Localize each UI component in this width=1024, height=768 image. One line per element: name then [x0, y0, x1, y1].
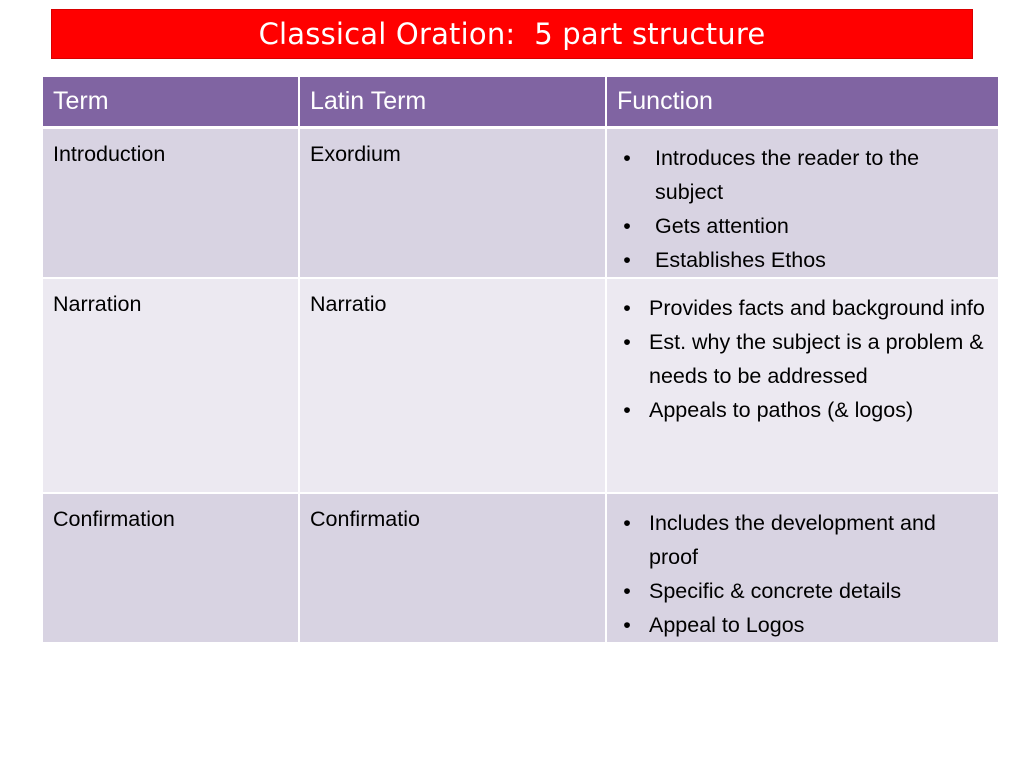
function-text: Specific & concrete details: [649, 578, 902, 603]
list-item: • Includes the development and proof: [617, 506, 988, 574]
bullet-icon: •: [623, 612, 631, 637]
function-text: Includes the development and proof: [649, 510, 936, 569]
function-cell: • Provides facts and background info • Est…: [606, 277, 998, 494]
list-item: • Appeals to pathos (& logos): [617, 393, 988, 427]
latin-term-cell: Confirmatio: [299, 492, 607, 644]
term-cell: Narration: [43, 277, 300, 494]
latin-term-cell: Narratio: [299, 277, 607, 494]
list-item: • Establishes Ethos: [617, 243, 988, 277]
header-function: Function: [606, 77, 998, 129]
bullet-icon: •: [623, 578, 631, 603]
title-banner: Classical Oration: 5 part structure: [51, 9, 973, 59]
table-header-row: Term Latin Term Function: [43, 77, 998, 129]
list-item: • Est. why the subject is a problem & nee…: [617, 325, 988, 393]
table-row: Confirmation Confirmatio • Includes the d…: [43, 492, 998, 644]
function-list: • Introduces the reader to the subject • G…: [617, 141, 988, 277]
header-latin-term: Latin Term: [299, 77, 607, 129]
function-text: Appeal to Logos: [649, 612, 805, 637]
function-text: Appeals to pathos (& logos): [649, 397, 914, 422]
header-term: Term: [43, 77, 300, 129]
oration-table: Term Latin Term Function Introduction Ex…: [43, 77, 998, 644]
function-text: Gets attention: [655, 213, 789, 238]
bullet-icon: •: [623, 213, 631, 238]
function-text: Introduces the reader to the subject: [655, 145, 920, 204]
function-cell: • Includes the development and proof • Spe…: [606, 492, 998, 644]
table-row: Introduction Exordium • Introduces the re…: [43, 127, 998, 279]
list-item: • Appeal to Logos: [617, 608, 988, 642]
bullet-icon: •: [623, 295, 631, 320]
function-text: Est. why the subject is a problem & need…: [649, 329, 984, 388]
function-list: • Provides facts and background info • Est…: [617, 291, 988, 427]
table-row: Narration Narratio • Provides facts and b…: [43, 277, 998, 494]
bullet-icon: •: [623, 397, 631, 422]
bullet-icon: •: [623, 510, 631, 535]
function-cell: • Introduces the reader to the subject • G…: [606, 127, 998, 279]
list-item: • Provides facts and background info: [617, 291, 988, 325]
list-item: • Specific & concrete details: [617, 574, 988, 608]
bullet-icon: •: [623, 329, 631, 354]
latin-term-cell: Exordium: [299, 127, 607, 279]
bullet-icon: •: [623, 247, 631, 272]
function-text: Establishes Ethos: [655, 247, 826, 272]
list-item: • Gets attention: [617, 209, 988, 243]
term-cell: Introduction: [43, 127, 300, 279]
term-cell: Confirmation: [43, 492, 300, 644]
slide-title: Classical Oration: 5 part structure: [258, 17, 766, 51]
function-text: Provides facts and background info: [649, 295, 985, 320]
list-item: • Introduces the reader to the subject: [617, 141, 988, 209]
bullet-icon: •: [623, 145, 631, 170]
function-list: • Includes the development and proof • Spe…: [617, 506, 988, 642]
